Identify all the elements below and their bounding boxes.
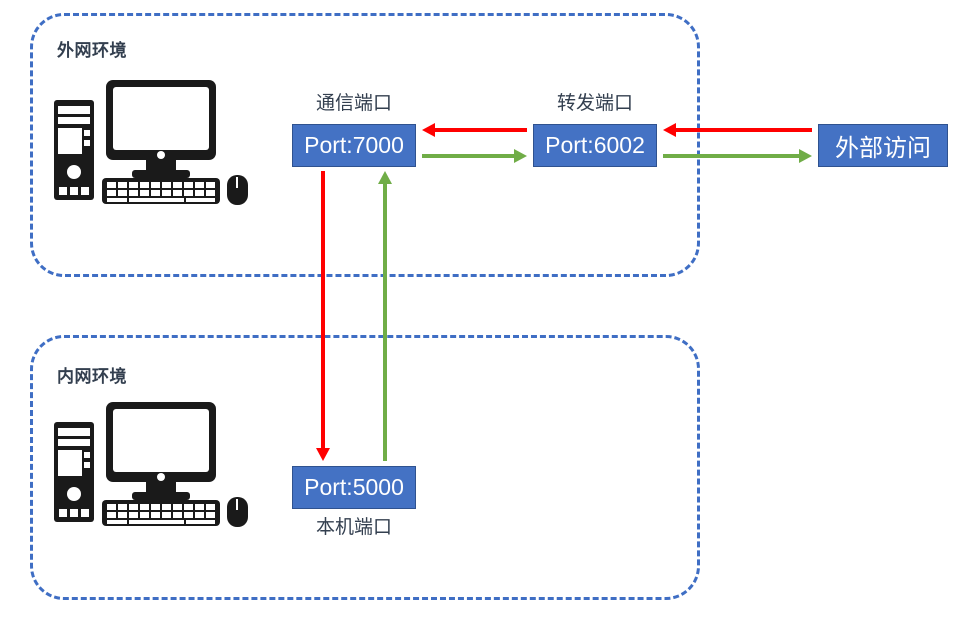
desktop-computer-icon <box>50 78 250 208</box>
port-caption-communication: 通信端口 <box>315 93 392 114</box>
port-box-forward[interactable]: Port:6002 <box>533 124 657 167</box>
external-access-box[interactable]: 外部访问 <box>818 124 948 167</box>
port-caption-forward: 转发端口 <box>556 93 633 114</box>
zone-internal-network <box>30 335 700 600</box>
desktop-computer-icon <box>50 400 250 530</box>
zone-external-network-label: 外网环境 <box>57 41 127 60</box>
port-box-communication[interactable]: Port:7000 <box>292 124 416 167</box>
zone-internal-network-label: 内网环境 <box>57 367 127 386</box>
zone-external-network <box>30 13 700 277</box>
port-box-local[interactable]: Port:5000 <box>292 466 416 509</box>
port-caption-local: 本机端口 <box>315 517 392 538</box>
